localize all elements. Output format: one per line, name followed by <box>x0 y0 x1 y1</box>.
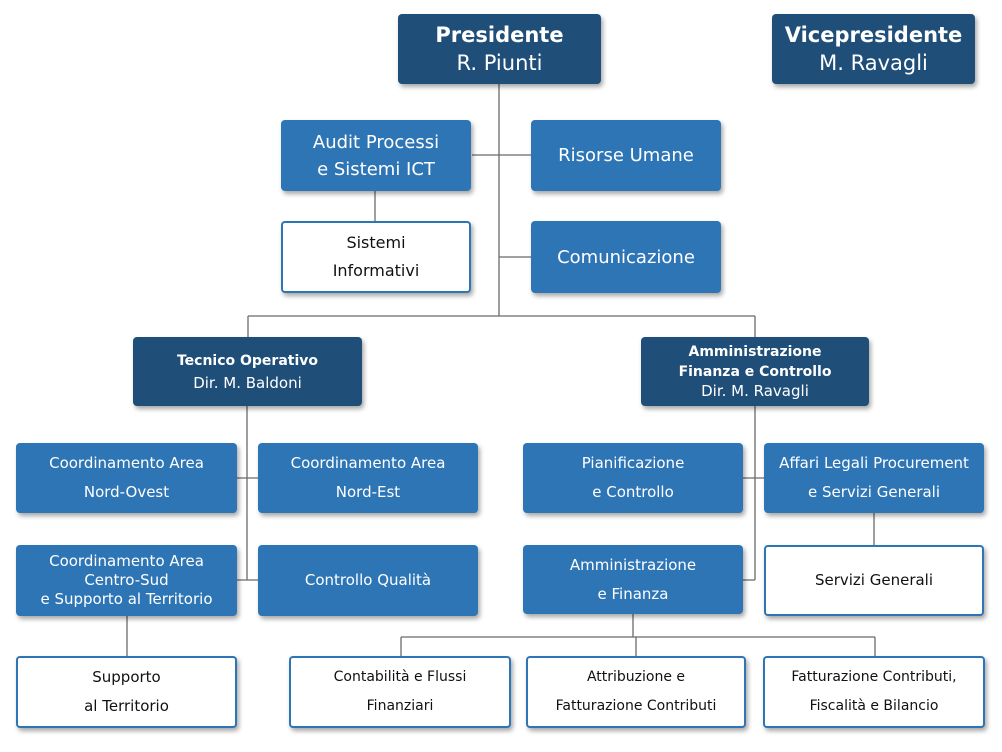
nord-ovest-line-2: Nord-Ovest <box>83 483 170 501</box>
affari-legali-box: Affari Legali Procurement e Servizi Gene… <box>764 443 984 513</box>
amministrazione-finanza-line-2: e Finanza <box>597 584 669 603</box>
contabilita-line-1: Contabilità e Flussi <box>333 669 467 685</box>
comunicazione-label: Comunicazione <box>557 246 695 268</box>
attribuzione-line-2: Fatturazione Contributi <box>555 698 717 714</box>
presidente-name: R. Piunti <box>456 51 543 75</box>
sistemi-informativi-line-1: Sistemi <box>346 233 406 252</box>
servizi-generali-box: Servizi Generali <box>764 545 984 616</box>
nord-ovest-line-1: Coordinamento Area <box>49 454 204 472</box>
fatturazione-box: Fatturazione Contributi, Fiscalità e Bil… <box>763 656 985 728</box>
vicepresidente-box: Vicepresidente M. Ravagli <box>772 14 975 84</box>
tecnico-operativo-title: Tecnico Operativo <box>176 352 319 369</box>
centro-sud-line-3: e Supporto al Territorio <box>40 590 213 608</box>
nord-est-box: Coordinamento Area Nord-Est <box>258 443 478 513</box>
amministrazione-finanza-line-1: Amministrazione <box>569 555 697 574</box>
afc-title-line-1: Amministrazione <box>688 344 822 360</box>
vicepresidente-name: M. Ravagli <box>819 51 928 75</box>
risorse-umane-label: Risorse Umane <box>558 145 694 166</box>
sistemi-informativi-line-2: Informativi <box>332 261 420 280</box>
servizi-generali-label: Servizi Generali <box>814 571 934 589</box>
centro-sud-box: Coordinamento Area Centro-Sud e Supporto… <box>16 545 237 616</box>
supporto-territorio-line-2: al Territorio <box>84 697 169 715</box>
supporto-territorio-box: Supporto al Territorio <box>16 656 237 728</box>
centro-sud-line-2: Centro-Sud <box>84 571 169 589</box>
nord-ovest-box: Coordinamento Area Nord-Ovest <box>16 443 237 513</box>
nord-est-line-1: Coordinamento Area <box>290 454 446 472</box>
afc-title-line-2: Finanza e Controllo <box>678 364 832 380</box>
comunicazione-box: Comunicazione <box>531 221 721 293</box>
amministrazione-finanza-box: Amministrazione e Finanza <box>523 545 743 614</box>
sistemi-informativi-box: Sistemi Informativi <box>281 221 471 293</box>
risorse-umane-box: Risorse Umane <box>531 120 721 191</box>
vicepresidente-title: Vicepresidente <box>784 23 963 47</box>
affari-legali-line-2: e Servizi Generali <box>807 483 941 501</box>
audit-line-2: e Sistemi ICT <box>317 158 435 180</box>
fatturazione-line-1: Fatturazione Contributi, <box>791 669 957 685</box>
supporto-territorio-line-1: Supporto <box>92 668 161 686</box>
contabilita-box: Contabilità e Flussi Finanziari <box>289 656 511 728</box>
afc-dir: Dir. M. Ravagli <box>701 382 809 400</box>
controllo-qualita-box: Controllo Qualità <box>258 545 478 616</box>
fatturazione-line-2: Fiscalità e Bilancio <box>809 698 939 714</box>
audit-line-1: Audit Processi <box>312 131 440 153</box>
contabilita-line-2: Finanziari <box>366 698 434 714</box>
nord-est-line-2: Nord-Est <box>335 483 401 501</box>
pianificazione-line-1: Pianificazione <box>581 454 685 472</box>
pianificazione-line-2: e Controllo <box>592 483 674 501</box>
affari-legali-line-1: Affari Legali Procurement <box>779 454 969 472</box>
controllo-qualita-label: Controllo Qualità <box>304 571 432 589</box>
presidente-box: Presidente R. Piunti <box>398 14 601 84</box>
tecnico-operativo-dir: Dir. M. Baldoni <box>193 373 302 392</box>
audit-box: Audit Processi e Sistemi ICT <box>281 120 471 191</box>
centro-sud-line-1: Coordinamento Area <box>49 552 204 570</box>
presidente-title: Presidente <box>435 23 564 47</box>
afc-box: Amministrazione Finanza e Controllo Dir.… <box>641 337 869 406</box>
attribuzione-box: Attribuzione e Fatturazione Contributi <box>526 656 746 728</box>
tecnico-operativo-box: Tecnico Operativo Dir. M. Baldoni <box>133 337 362 406</box>
attribuzione-line-1: Attribuzione e <box>586 669 686 685</box>
pianificazione-box: Pianificazione e Controllo <box>523 443 743 513</box>
